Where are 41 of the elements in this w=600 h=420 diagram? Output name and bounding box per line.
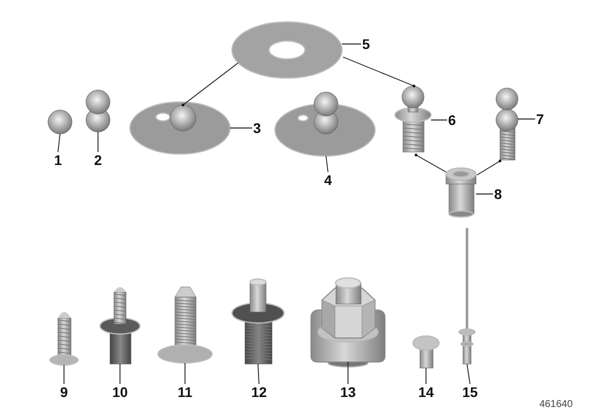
- washer-drawing: [231, 21, 343, 79]
- callout-number: 9: [60, 385, 68, 399]
- double-ball-drawing: [86, 90, 110, 132]
- disc-with-double-ball-drawing: [274, 92, 376, 157]
- callout-number: 2: [94, 153, 102, 167]
- ball-drawing: [48, 110, 72, 134]
- assembly-line: [182, 62, 238, 106]
- callout-number: 4: [324, 173, 332, 187]
- callout-number: 5: [362, 37, 370, 51]
- cap-drawing: [412, 335, 440, 368]
- leader-line: [466, 364, 470, 384]
- rivet-nut-drawing: [231, 278, 285, 364]
- leader-line: [326, 156, 328, 172]
- callout-number: 13: [340, 385, 356, 399]
- ball-stud-drawing: [394, 86, 432, 152]
- assembly-line: [342, 56, 416, 88]
- nut-drawing: [310, 277, 386, 368]
- callout-number: 6: [448, 113, 456, 127]
- drawing-number: 461640: [539, 398, 573, 410]
- callout-number: 3: [253, 121, 261, 135]
- callout-number: 8: [494, 187, 502, 201]
- disc-with-ball-drawing: [129, 101, 231, 155]
- callout-number: 1: [54, 153, 62, 167]
- callout-number: 12: [251, 385, 267, 399]
- callout-number: 10: [112, 385, 128, 399]
- callout-number: 15: [462, 385, 478, 399]
- rivet-nut-drawing: [99, 287, 141, 364]
- assembly-line: [414, 154, 446, 172]
- callout-number: 7: [536, 112, 544, 126]
- rivet-nut-drawing: [445, 167, 477, 218]
- callout-number: 11: [178, 385, 192, 399]
- leader-line: [58, 134, 60, 152]
- leader-line: [184, 362, 186, 384]
- bolt-drawing: [157, 286, 213, 364]
- callout-number: 14: [418, 385, 434, 399]
- screw-drawing: [49, 312, 79, 366]
- assembly-line: [476, 160, 502, 176]
- leader-line: [518, 118, 536, 120]
- rivet-drawing: [458, 228, 476, 364]
- ball-stud-drawing: [496, 88, 518, 160]
- leader-line: [258, 364, 260, 384]
